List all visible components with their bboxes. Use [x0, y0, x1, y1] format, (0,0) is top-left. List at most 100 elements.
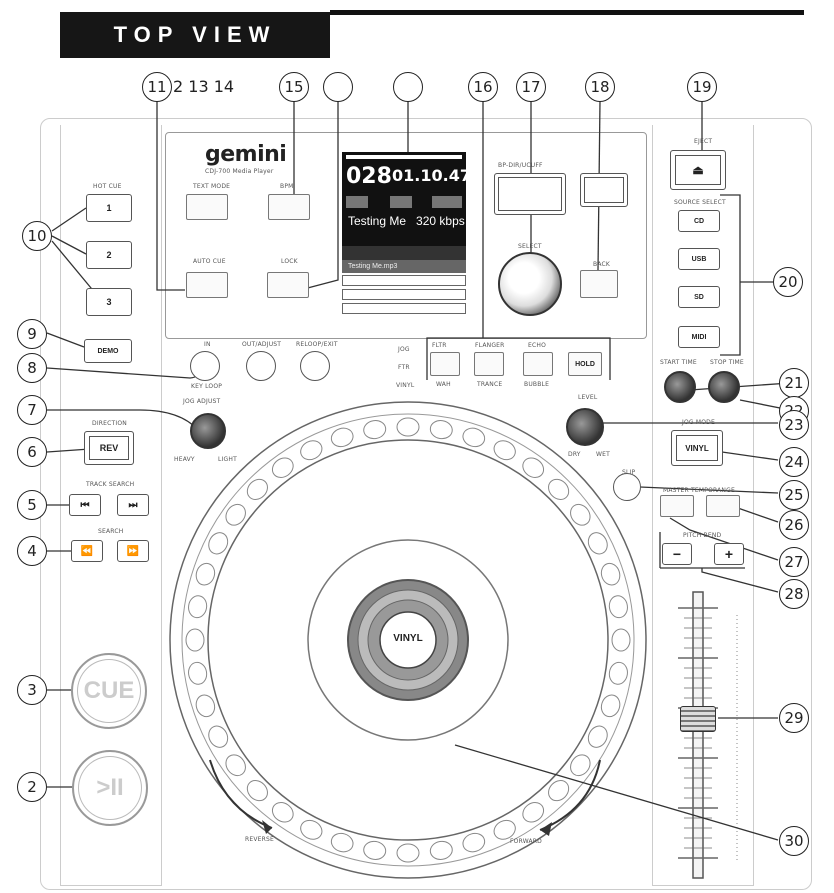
pitch-bend-minus-button[interactable]: − — [662, 543, 692, 565]
folder-next-button[interactable] — [580, 173, 628, 207]
key-loop-label: KEY LOOP — [191, 383, 223, 390]
effect-label-fltr: FLTR — [432, 342, 447, 349]
source-sd-button[interactable]: SD — [678, 286, 720, 308]
track-next-button[interactable]: ⏭ — [117, 494, 149, 516]
in-button[interactable] — [190, 351, 220, 381]
reverse-arrowhead-icon — [262, 820, 272, 834]
start-time-knob[interactable] — [664, 371, 696, 403]
callout-6: 6 — [17, 437, 47, 467]
reloop-exit-button[interactable] — [300, 351, 330, 381]
pitch-fader-track — [678, 591, 738, 879]
platter-dot — [548, 780, 570, 802]
range-button[interactable] — [706, 495, 740, 517]
jog-mode-vinyl-button[interactable]: VINYL — [671, 430, 723, 466]
callout-18: 18 — [585, 72, 615, 102]
platter-dot — [396, 417, 420, 437]
platter-dot — [462, 427, 486, 448]
callout-4: 4 — [17, 536, 47, 566]
platter-dot — [185, 628, 205, 652]
cue-button[interactable]: CUE — [71, 653, 147, 729]
search-label: SEARCH — [98, 528, 124, 535]
source-cd-button[interactable]: CD — [678, 210, 720, 232]
source-usb-button[interactable]: USB — [678, 248, 720, 270]
play-pause-label: >II — [96, 774, 124, 801]
platter-dot — [188, 595, 208, 619]
master-tempo-button[interactable] — [660, 495, 694, 517]
rev-button[interactable]: REV — [84, 431, 134, 465]
auto-cue-label: AUTO CUE — [193, 258, 226, 265]
callout-8: 8 — [17, 353, 47, 383]
eject-button[interactable]: ⏏ — [670, 150, 726, 190]
page-title: TOP VIEW — [60, 12, 330, 58]
forward-label: FORWARD — [510, 838, 542, 845]
source-midi-button[interactable]: MIDI — [678, 326, 720, 348]
eject-icon: ⏏ — [692, 163, 704, 177]
callout-24: 24 — [779, 447, 809, 477]
effect-label-wah: WAH — [436, 381, 451, 388]
platter-dot — [548, 478, 570, 500]
platter-dot — [271, 457, 294, 478]
hot-cue-button-2[interactable]: 2 — [86, 241, 132, 269]
out-adjust-button[interactable] — [246, 351, 276, 381]
auto-cue-button[interactable] — [186, 272, 228, 298]
effect-fltr-button[interactable] — [430, 352, 460, 376]
platter-dot — [600, 562, 621, 586]
platter-dot — [225, 754, 246, 777]
select-knob[interactable] — [498, 252, 562, 316]
callout-5: 5 — [17, 490, 47, 520]
platter-dot — [396, 843, 420, 863]
callout-7: 7 — [17, 395, 47, 425]
jog-adjust-knob[interactable] — [190, 413, 226, 449]
slip-button[interactable] — [613, 473, 641, 501]
skip-back-icon: ⏮ — [80, 499, 90, 511]
platter-dot — [208, 725, 229, 748]
effect-echo-button[interactable] — [523, 352, 553, 376]
pitch-fader-handle[interactable] — [680, 706, 716, 732]
back-button[interactable] — [580, 270, 618, 298]
bp-dir-ucuff-label: BP-DIR/UCUFF — [498, 162, 543, 169]
search-back-button[interactable]: ⏪ — [71, 540, 103, 562]
demo-button[interactable]: DEMO — [84, 339, 132, 363]
hot-cue-button-1[interactable]: 1 — [86, 194, 132, 222]
callout-17: 17 — [516, 72, 546, 102]
out-adjust-label: OUT/ADJUST — [242, 341, 282, 348]
effect-flanger-button[interactable] — [474, 352, 504, 376]
brand-logo: gemini — [205, 142, 287, 167]
hold-button[interactable]: HOLD — [568, 352, 602, 376]
pitch-bend-plus-button[interactable]: + — [714, 543, 744, 565]
skip-forward-icon: ⏭ — [128, 499, 138, 511]
callout-12-13-14: 2 13 14 — [173, 77, 235, 96]
callout-29: 29 — [779, 703, 809, 733]
lcd-top-bar — [346, 155, 462, 159]
callout-27: 27 — [779, 547, 809, 577]
bpm-button[interactable] — [268, 194, 310, 220]
platter-dot — [330, 832, 354, 853]
right-panel — [652, 125, 754, 886]
lock-button[interactable] — [267, 272, 309, 298]
platter-dot — [600, 694, 621, 718]
platter-dot — [570, 754, 591, 777]
source-select-label: SOURCE SELECT — [674, 199, 726, 206]
folder-prev-button[interactable] — [494, 173, 566, 215]
platter-dot-ring — [185, 417, 631, 863]
dry-label: DRY — [568, 451, 581, 458]
hot-cue-button-3[interactable]: 3 — [86, 288, 132, 316]
platter-dot — [363, 420, 387, 440]
level-knob[interactable] — [566, 408, 604, 446]
platter-dot — [587, 532, 608, 555]
lcd-bitrate: 320 kbps — [416, 214, 465, 228]
platter-dot — [570, 503, 591, 526]
callout-16: 16 — [468, 72, 498, 102]
text-mode-button[interactable] — [186, 194, 228, 220]
stop-time-knob[interactable] — [708, 371, 740, 403]
search-forward-button[interactable]: ⏩ — [117, 540, 149, 562]
platter-dot — [608, 661, 628, 685]
play-pause-button[interactable]: >II — [72, 750, 148, 826]
callout-11: 11 — [142, 72, 172, 102]
platter-dot — [330, 427, 354, 448]
track-prev-button[interactable]: ⏮ — [69, 494, 101, 516]
heavy-label: HEAVY — [174, 456, 195, 463]
platter-dot — [522, 802, 545, 823]
callout-25: 25 — [779, 480, 809, 510]
eject-label: EJECT — [694, 138, 713, 145]
